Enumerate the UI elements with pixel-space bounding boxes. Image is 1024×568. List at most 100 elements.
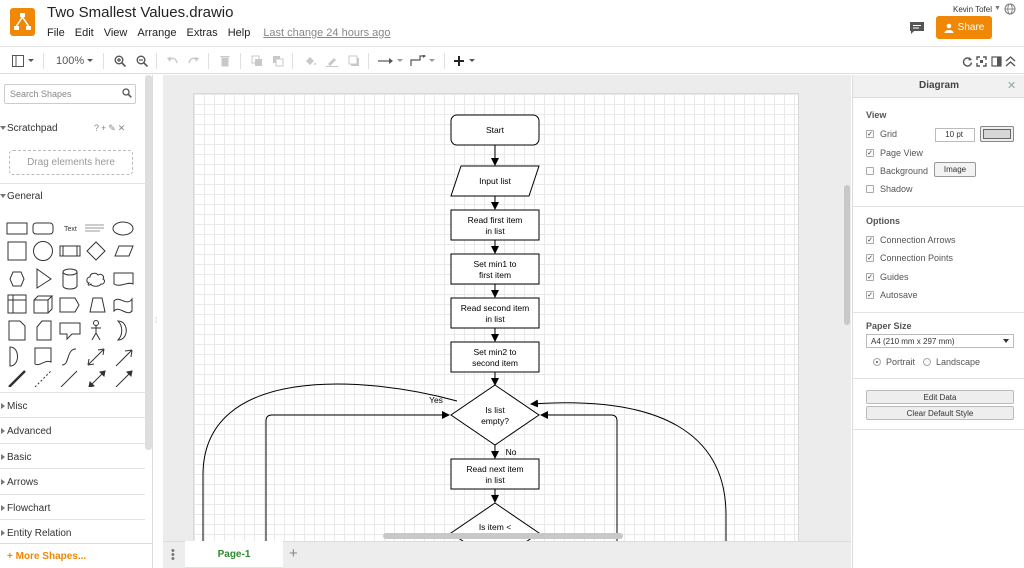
user-menu-caret-icon[interactable]: ▼ [994, 5, 1001, 12]
trapezoid-shape[interactable] [89, 297, 106, 313]
line-color-button[interactable] [326, 53, 338, 69]
general-header[interactable]: General [0, 191, 145, 202]
text-shape[interactable]: Text [64, 226, 77, 233]
redo-button[interactable] [188, 53, 200, 69]
edge-return-right[interactable] [540, 411, 618, 541]
portrait-radio[interactable] [873, 358, 881, 366]
read-first-node[interactable] [450, 209, 540, 241]
bidirectional-connector-shape[interactable] [88, 370, 106, 387]
menu-view[interactable]: View [103, 27, 128, 39]
background-option[interactable]: Background [866, 166, 928, 176]
directional-connector-shape[interactable] [115, 370, 133, 387]
textbox-lines[interactable] [85, 224, 104, 232]
last-change-link[interactable]: Last change 24 hours ago [263, 27, 391, 39]
callout-shape[interactable] [59, 322, 81, 341]
delete-button[interactable] [220, 53, 230, 69]
step-shape[interactable] [59, 297, 80, 313]
menu-extras[interactable]: Extras [186, 27, 218, 39]
close-icon[interactable]: ✕ [1007, 80, 1017, 92]
menu-edit[interactable]: Edit [74, 27, 94, 39]
process-shape[interactable] [59, 245, 81, 257]
format-panel-toggle[interactable] [12, 53, 34, 69]
insert-button[interactable] [454, 53, 478, 69]
delay-shape[interactable] [9, 346, 18, 367]
line-shape[interactable] [60, 370, 78, 387]
menu-arrange[interactable]: Arrange [137, 27, 177, 39]
set-min2-node[interactable] [450, 341, 540, 373]
edge-return-left[interactable] [265, 411, 450, 541]
curve-shape[interactable] [61, 348, 77, 366]
grid-option[interactable]: ✓Grid [866, 129, 897, 139]
thick-line-shape[interactable] [8, 370, 26, 387]
canvas-horizontal-scrollbar[interactable] [383, 533, 623, 539]
autosave-option[interactable]: ✓Autosave [866, 290, 918, 300]
portrait-option[interactable]: Portrait [873, 357, 915, 367]
is-item-less-node[interactable] [450, 502, 540, 541]
background-checkbox[interactable] [866, 167, 874, 175]
connection-arrows-option[interactable]: ✓Connection Arrows [866, 235, 956, 245]
undo-button[interactable] [166, 53, 178, 69]
guides-checkbox[interactable]: ✓ [866, 273, 874, 281]
menu-help[interactable]: Help [227, 27, 251, 39]
rounded-rectangle-shape[interactable] [32, 222, 54, 235]
connection-points-option[interactable]: ✓Connection Points [866, 253, 953, 263]
input-list-node[interactable] [450, 165, 540, 197]
collapse-button[interactable] [1005, 53, 1016, 69]
general-shapes-palette[interactable]: Text [4, 217, 140, 387]
sidebar-scrollbar[interactable] [145, 75, 152, 450]
scratchpad-drop-area[interactable]: Drag elements here [9, 150, 133, 175]
rectangle-shape[interactable] [6, 222, 28, 235]
hexagon-shape[interactable] [9, 271, 25, 287]
landscape-radio[interactable] [923, 358, 931, 366]
zoom-select[interactable]: 100% [56, 53, 94, 69]
landscape-option[interactable]: Landscape [923, 357, 980, 367]
shadow-checkbox[interactable] [866, 185, 874, 193]
language-globe-icon[interactable] [1004, 3, 1016, 15]
page-view-option[interactable]: ✓Page View [866, 148, 923, 158]
pages-menu-icon[interactable]: ••• [171, 545, 175, 565]
scratchpad-header[interactable]: Scratchpad [0, 123, 145, 134]
cube-shape[interactable] [33, 295, 54, 314]
grid-color-button[interactable] [980, 126, 1014, 142]
card-shape[interactable] [36, 320, 52, 341]
search-shapes-input[interactable]: Search Shapes [4, 84, 136, 104]
paper-tape-shape[interactable] [34, 347, 52, 366]
shadow-option[interactable]: Shadow [866, 184, 913, 194]
or-shape[interactable] [116, 320, 127, 341]
guides-option[interactable]: ✓Guides [866, 272, 909, 282]
arrow-shape[interactable] [115, 349, 133, 367]
connection-points-checkbox[interactable]: ✓ [866, 254, 874, 262]
to-back-button[interactable] [272, 53, 284, 69]
edge-yes-loop[interactable] [202, 383, 458, 541]
image-button[interactable]: Image [934, 162, 976, 177]
paper-size-select[interactable]: A4 (210 mm x 297 mm) [866, 334, 1014, 348]
share-button[interactable]: Share [936, 16, 992, 39]
document-shape[interactable] [113, 272, 134, 286]
diagram-canvas[interactable]: Start Input list Read first item in list… [163, 75, 851, 541]
cloud-shape[interactable] [86, 272, 105, 287]
to-front-button[interactable] [251, 53, 263, 69]
dashed-line-shape[interactable] [34, 370, 52, 387]
menu-file[interactable]: File [47, 27, 65, 39]
page-view-checkbox[interactable]: ✓ [866, 149, 874, 157]
user-name[interactable]: Kevin Tofel [953, 5, 992, 14]
canvas-vertical-scrollbar[interactable] [844, 185, 850, 325]
advanced-header[interactable]: Advanced [0, 426, 145, 437]
cylinder-shape[interactable] [62, 268, 78, 290]
document-title[interactable]: Two Smallest Values.drawio [47, 4, 234, 21]
tape-shape[interactable] [113, 297, 133, 314]
toggle-format-button[interactable] [991, 53, 1002, 69]
search-icon[interactable] [122, 88, 132, 98]
sidebar-resize-handle[interactable]: ⁞ [155, 316, 158, 325]
grid-size-input[interactable]: 10 pt [935, 128, 975, 142]
square-shape[interactable] [7, 241, 27, 261]
basic-header[interactable]: Basic [0, 452, 145, 463]
read-next-node[interactable] [450, 458, 540, 490]
edge-outer-right[interactable] [530, 399, 727, 541]
arrows-header[interactable]: Arrows [0, 477, 145, 488]
read-second-node[interactable] [450, 297, 540, 329]
add-page-icon[interactable]: + [289, 545, 298, 562]
triangle-shape[interactable] [36, 268, 52, 289]
clear-default-style-button[interactable]: Clear Default Style [866, 406, 1014, 420]
diamond-shape[interactable] [86, 241, 106, 261]
